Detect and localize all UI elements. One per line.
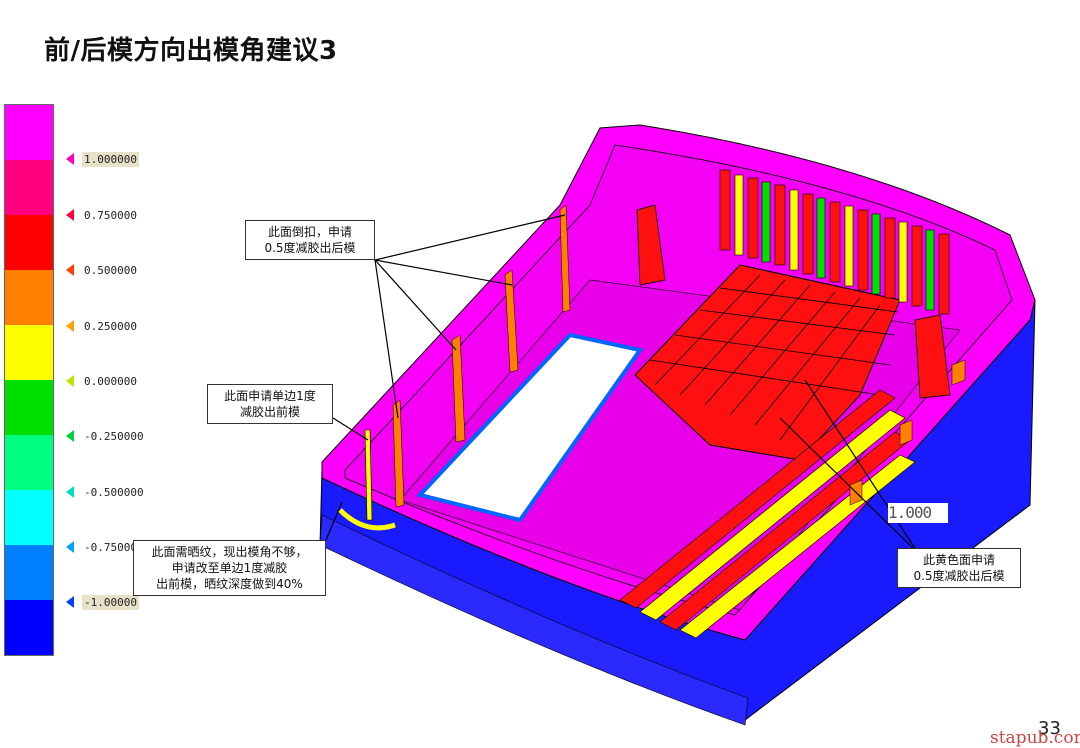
callout-yellow-face: 此黄色面申请 0.5度减胶出后模 bbox=[897, 548, 1021, 588]
legend-value: 1.000000 bbox=[82, 151, 139, 167]
colorbar-segment bbox=[5, 270, 53, 325]
legend-value: 0.500000 bbox=[84, 263, 137, 277]
colorbar-segment bbox=[5, 215, 53, 270]
legend-row: 0.000000 bbox=[66, 372, 139, 390]
legend-arrow-icon bbox=[66, 541, 74, 553]
legend-arrow-icon bbox=[66, 264, 74, 276]
page-number: 33 bbox=[1038, 718, 1061, 739]
colorbar-segment bbox=[5, 105, 53, 160]
callout-undercut-rear: 此面倒扣，申请 0.5度减胶出后模 bbox=[245, 220, 375, 260]
colorbar-segment bbox=[5, 435, 53, 490]
colorbar-segment bbox=[5, 600, 53, 655]
yellow-face-arc bbox=[338, 508, 396, 531]
boss-right bbox=[914, 314, 951, 399]
legend-arrow-icon bbox=[66, 375, 74, 387]
legend-value: -1.00000 bbox=[82, 594, 139, 610]
draft-angle-colorbar bbox=[4, 104, 54, 656]
rib-grid bbox=[634, 264, 901, 461]
legend-row: 0.500000 bbox=[66, 261, 139, 279]
vertical-ribs bbox=[719, 169, 950, 315]
slide-title: 前/后模方向出模角建议3 bbox=[44, 36, 338, 66]
callout-front-1deg: 此面申请单边1度 减胶出前模 bbox=[207, 384, 333, 424]
legend-row: 0.750000 bbox=[66, 206, 139, 224]
legend-value: 0.250000 bbox=[84, 319, 137, 333]
legend-value: -0.250000 bbox=[84, 429, 144, 443]
legend-row: -0.75000 bbox=[66, 538, 139, 556]
legend-arrow-icon bbox=[66, 320, 74, 332]
boss-left bbox=[636, 204, 666, 286]
colorbar-segment bbox=[5, 325, 53, 380]
window-opening bbox=[416, 332, 644, 523]
legend-row: 1.000000 bbox=[66, 150, 139, 168]
legend-value: 0.750000 bbox=[84, 208, 137, 222]
colorbar-segment bbox=[5, 490, 53, 545]
legend-value: -0.500000 bbox=[84, 485, 144, 499]
legend-row: -0.500000 bbox=[66, 483, 146, 501]
scale-readout: 1.000 bbox=[888, 503, 948, 523]
colorbar-segment bbox=[5, 380, 53, 435]
legend-row: 0.250000 bbox=[66, 317, 139, 335]
legend-value: 0.000000 bbox=[84, 374, 137, 388]
watermark: stapub.com bbox=[990, 728, 1080, 748]
colorbar-segment bbox=[5, 160, 53, 215]
legend-arrow-icon bbox=[66, 596, 74, 608]
legend-row: -0.250000 bbox=[66, 427, 146, 445]
legend-arrow-icon bbox=[66, 486, 74, 498]
part-front-face bbox=[319, 514, 749, 726]
colorbar-segment bbox=[5, 545, 53, 600]
callout-texture: 此面需晒纹，现出模角不够， 申请改至单边1度减胶 出前模，晒纹深度做到40% bbox=[133, 540, 326, 596]
legend-arrow-icon bbox=[66, 153, 74, 165]
legend-arrow-icon bbox=[66, 430, 74, 442]
orange-draft-faces bbox=[392, 204, 966, 508]
leader-lines bbox=[325, 214, 919, 554]
legend-arrow-icon bbox=[66, 209, 74, 221]
legend-value: -0.75000 bbox=[84, 540, 137, 554]
yellow-edge-left bbox=[364, 429, 373, 521]
legend-row: -1.00000 bbox=[66, 593, 139, 611]
